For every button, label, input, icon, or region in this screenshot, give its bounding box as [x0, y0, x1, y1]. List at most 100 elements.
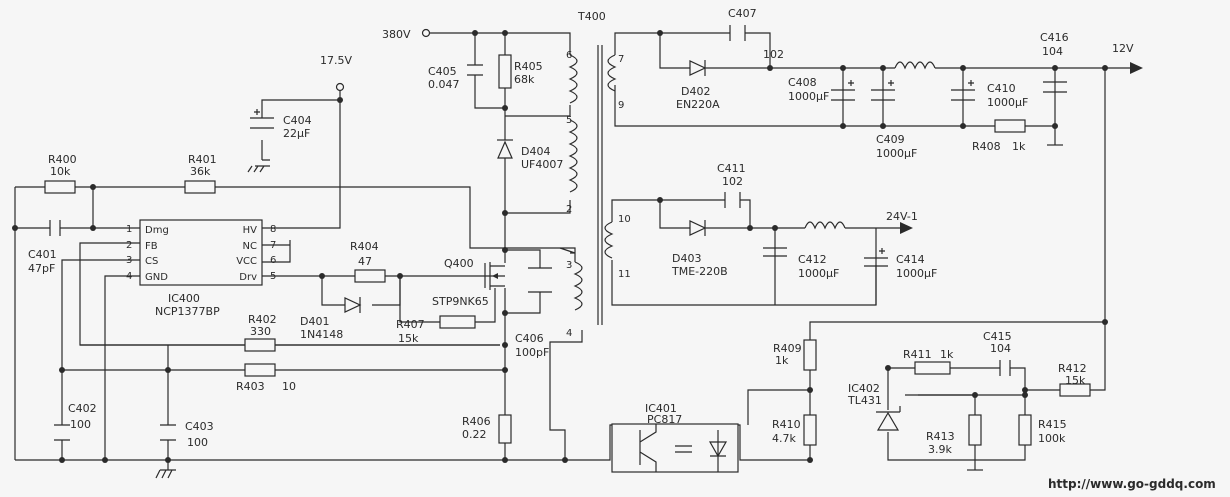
r405 [498, 54, 512, 89]
t400-pin11: 11 [618, 269, 631, 280]
inductor-12v [894, 61, 936, 70]
aux-voltage-label: 17.5V [320, 54, 352, 67]
c408-val: 1000μF [788, 90, 829, 103]
d402-ref: D402 [681, 85, 710, 98]
c405-val: 0.047 [428, 78, 460, 91]
d401-ref: D401 [300, 315, 329, 328]
ic400-pin2-name: FB [145, 241, 158, 252]
c409-val: 1000μF [876, 147, 917, 160]
r405-ref: R405 [514, 60, 543, 73]
r401-val: 36k [190, 165, 211, 178]
r408 [994, 119, 1026, 133]
r413-ref: R413 [926, 430, 955, 443]
r407 [439, 315, 476, 329]
r410-ref: R410 [772, 418, 801, 431]
c402-val: 100 [70, 418, 91, 431]
c410 [951, 80, 975, 101]
c410-ref: C410 [987, 82, 1016, 95]
c403-val: 100 [187, 436, 208, 449]
c404-val: 22μF [283, 127, 310, 140]
c416-val: 104 [1042, 45, 1063, 58]
ground-symbols [155, 144, 1063, 479]
ic400-pin4-num: 4 [126, 271, 132, 282]
c406 [528, 267, 552, 293]
t400-pin9: 9 [618, 100, 624, 111]
r409-val: 1k [775, 354, 789, 367]
r413-val: 3.9k [928, 443, 952, 456]
inductor-24v [804, 221, 846, 230]
d404-ref: D404 [521, 145, 550, 158]
ground-icon [155, 460, 176, 479]
ic400-pin5-name: Drv [239, 272, 257, 283]
ic401-ref: IC401 [645, 402, 677, 415]
r409 [803, 339, 817, 371]
t400-pin7: 7 [618, 54, 624, 65]
r402-val: 330 [250, 325, 271, 338]
r410-val: 4.7k [772, 432, 796, 445]
arrow-12v-icon [1130, 62, 1143, 74]
ic400-pin3-name: CS [145, 256, 158, 267]
input-voltage-label: 380V [382, 28, 411, 41]
c407-val: 102 [763, 48, 784, 61]
d403-ref: D403 [672, 252, 701, 265]
t400-pin2: 2 [566, 204, 572, 215]
c411-val: 102 [722, 175, 743, 188]
r409-ref: R409 [773, 342, 802, 355]
ic400-pin8-num: 8 [270, 224, 276, 235]
d403-val: TME-220B [671, 265, 728, 278]
r401 [184, 180, 216, 194]
c401 [49, 220, 61, 236]
c408-ref: C408 [788, 76, 817, 89]
t400-pin4: 4 [566, 328, 572, 339]
c415-val: 104 [990, 342, 1011, 355]
c414-val: 1000μF [896, 267, 937, 280]
c406-ref: C406 [515, 332, 544, 345]
c401-ref: C401 [28, 248, 57, 261]
c403-ref: C403 [185, 420, 214, 433]
r410 [803, 414, 817, 446]
terminals [335, 28, 1143, 234]
c412 [763, 247, 787, 257]
ic401-optocoupler: IC401 PC817 [611, 402, 739, 473]
labels: 380V 17.5V 12V 24V-1 R400 10k R401 36k R… [28, 7, 1216, 491]
r406-val: 0.22 [462, 428, 487, 441]
ic402-ref: IC402 [848, 382, 880, 395]
c409 [871, 80, 895, 101]
c407-ref: C407 [728, 7, 757, 20]
ic402-tl431: IC402 TL431 [847, 382, 901, 431]
aux-terminal [335, 82, 345, 92]
ic400-pin6-name: VCC [236, 256, 257, 267]
t400-pin6: 6 [566, 50, 572, 61]
ic400-pin8-name: HV [243, 225, 258, 236]
ic400-pin4-name: GND [145, 272, 168, 283]
c401-val: 47pF [28, 262, 55, 275]
ic400-ref: IC400 [168, 292, 200, 305]
c403 [160, 424, 176, 441]
c405-ref: C405 [428, 65, 457, 78]
r411 [914, 361, 951, 375]
r408-ref: R408 [972, 140, 1001, 153]
c407 [729, 25, 746, 41]
c416 [1043, 81, 1067, 93]
r401-ref: R401 [188, 153, 217, 166]
r413 [968, 414, 982, 446]
r403 [244, 363, 276, 377]
r405-val: 68k [514, 73, 535, 86]
r403-val: 10 [282, 380, 296, 393]
diodes [344, 60, 720, 313]
ic402-part: TL431 [847, 394, 882, 407]
c404-ref: C404 [283, 114, 312, 127]
r407-val: 15k [398, 332, 419, 345]
r412-val: 15k [1065, 374, 1086, 387]
ic400-pin5-num: 5 [270, 271, 276, 282]
c416-ref: C416 [1040, 31, 1069, 44]
q400-ref: Q400 [444, 257, 474, 270]
c406-val: 100pF [515, 346, 549, 359]
output-12v-label: 12V [1112, 42, 1134, 55]
ic401-part: PC817 [647, 413, 682, 426]
d403 [704, 220, 720, 236]
transformer-t400: T400 6 5 2 3 4 7 9 10 11 [566, 10, 631, 339]
c411-ref: C411 [717, 162, 746, 175]
ic400-pin1-num: 1 [126, 224, 132, 235]
